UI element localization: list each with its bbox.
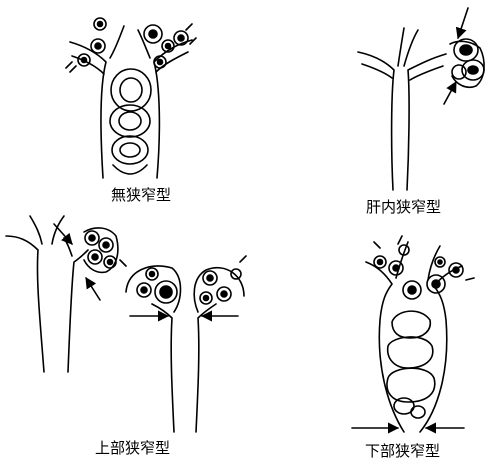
- caption-intrahepatic-stenosis: 肝内狭窄型: [366, 196, 441, 217]
- caption-lower-stenosis: 下部狭窄型: [365, 440, 440, 461]
- panel-no-stenosis: [66, 18, 196, 178]
- panel-lower-stenosis: [352, 236, 474, 432]
- panel-intrahepatic-stenosis: [358, 8, 484, 190]
- caption-upper-stenosis: 上部狭窄型: [95, 437, 170, 458]
- panel-upper-stenosis: [6, 216, 246, 432]
- caption-no-stenosis: 無狭窄型: [111, 184, 171, 205]
